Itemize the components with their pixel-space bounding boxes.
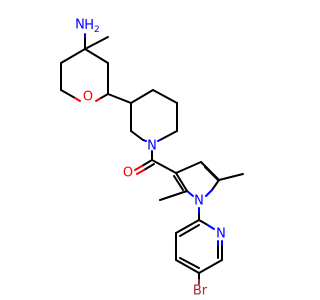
bond: [130, 130, 144, 141]
bond: [218, 173, 244, 181]
bond: [159, 190, 188, 201]
bond: [159, 130, 178, 141]
pyrrole-nitrogen-label: N: [194, 194, 204, 209]
bond: [205, 189, 213, 197]
bond: [204, 166, 219, 181]
molecule-structure: N H2 O N O N N Br: [60, 18, 244, 299]
bond: [179, 257, 200, 269]
bond: [60, 89, 76, 99]
piperidine-nitrogen-label: N: [147, 139, 157, 154]
bond: [107, 93, 132, 104]
bond: [179, 224, 200, 237]
bond: [151, 159, 177, 174]
bond: [186, 190, 194, 197]
bond: [198, 219, 207, 225]
bond: [152, 89, 178, 104]
amine-hydrogen-label: H2: [84, 18, 100, 35]
bond: [134, 165, 143, 171]
pyridine-nitrogen-label: N: [216, 227, 226, 242]
pyridine-ring: [175, 219, 223, 285]
bond: [175, 161, 202, 174]
bond: [175, 219, 200, 234]
bond: [74, 97, 81, 102]
bond: [130, 89, 154, 104]
bond: [211, 179, 220, 191]
piperidine-ring: [130, 89, 178, 142]
bromine-label: Br: [193, 284, 208, 299]
bond: [84, 48, 109, 64]
pyrrole-ring: [159, 161, 244, 221]
amine-subscript: 2: [94, 25, 100, 35]
bond: [100, 93, 109, 99]
bond: [143, 163, 155, 171]
bond: [198, 259, 223, 274]
bond: [157, 139, 161, 142]
carbonyl-oxygen-label: O: [123, 166, 133, 181]
bond: [175, 259, 200, 274]
amine-nitrogen-label: N: [75, 18, 85, 33]
bond: [141, 159, 153, 167]
bond: [136, 169, 145, 175]
bond: [84, 36, 109, 50]
bond: [205, 223, 215, 230]
amine-hydrogen: H: [84, 18, 94, 33]
oxane-ring: [60, 33, 109, 102]
bond: [60, 48, 86, 64]
bond: [175, 172, 188, 192]
ring-oxygen-label: O: [83, 90, 93, 105]
bond: [173, 175, 184, 191]
